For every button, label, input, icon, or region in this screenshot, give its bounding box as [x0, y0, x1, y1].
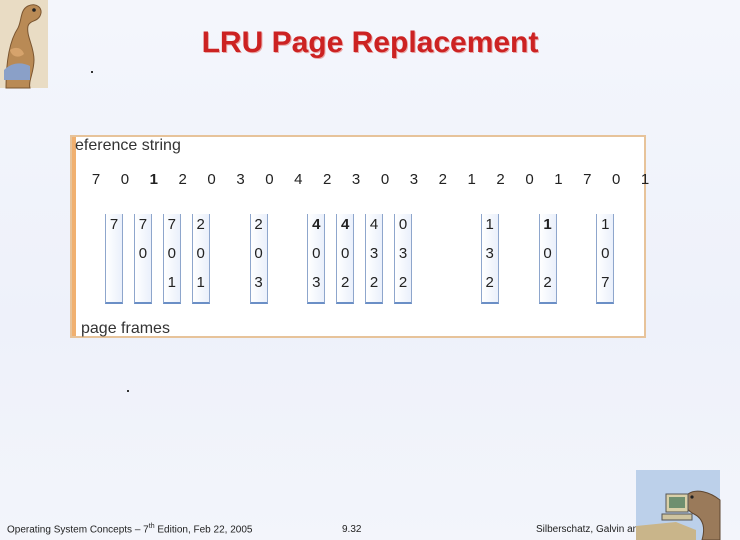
page-frame-value: 0 — [398, 216, 408, 233]
reference-value: 3 — [236, 171, 245, 188]
page-frame-value: 3 — [398, 245, 408, 262]
reference-value: 4 — [294, 171, 303, 188]
page-frame-column: 0 3 2 — [394, 214, 412, 304]
footer-book-title: Operating System Concepts – 7th Edition,… — [7, 523, 252, 535]
page-frame-value: 0 — [167, 245, 176, 262]
page-frame-value: 7 — [601, 274, 610, 291]
slide-title: LRU Page Replacement — [201, 26, 539, 59]
page-frame-value: 3 — [254, 274, 263, 291]
page-frame-column: 2 0 1 — [191, 214, 210, 304]
page-frame-value: 1 — [196, 274, 205, 291]
page-frame-value: 0 — [254, 245, 263, 262]
page-frame-value: 0 — [312, 245, 321, 262]
page-frame-column: 2 0 3 — [249, 214, 268, 304]
page-frame-column: 7 0 1 — [162, 214, 181, 304]
page-frame-value: 2 — [341, 274, 350, 291]
page-frame-value: 0 — [543, 245, 552, 262]
page-frame-value: 1 — [167, 274, 176, 291]
dinosaur-computer-icon — [636, 470, 721, 540]
page-frame-value: 1 — [543, 216, 552, 233]
page-frame-value: 7 — [167, 216, 176, 233]
decorative-dot — [91, 71, 93, 73]
page-frame-column: 4 3 2 — [365, 214, 384, 304]
reference-value: 0 — [525, 171, 534, 188]
page-frame-value: 2 — [254, 216, 263, 233]
footer-book-sup: th — [148, 522, 155, 530]
reference-value: 1 — [149, 171, 158, 188]
reference-value: 0 — [207, 171, 216, 188]
page-frame-value: 0 — [196, 245, 205, 262]
page-frame-column: 1 3 2 — [480, 214, 499, 304]
page-frame-value: 0 — [138, 245, 148, 262]
page-frame-value: 3 — [369, 245, 379, 262]
reference-value: 3 — [351, 171, 361, 188]
page-frame-value: 4 — [341, 216, 350, 233]
reference-value: 2 — [178, 171, 187, 188]
page-frame-value: 2 — [369, 274, 379, 291]
page-frame-value: 0 — [601, 245, 610, 262]
reference-value: 7 — [91, 171, 101, 188]
page-frame-value: 4 — [369, 216, 379, 233]
page-frame-value: 7 — [109, 216, 119, 233]
footer-book-suffix: Edition, Feb 22, 2005 — [154, 524, 253, 535]
page-frame-value: 3 — [485, 245, 494, 262]
reference-value: 1 — [640, 171, 650, 188]
reference-value: 1 — [467, 171, 476, 188]
page-frames-label: page frames — [81, 320, 170, 337]
reference-value: 7 — [583, 171, 592, 188]
page-frame-value: 2 — [196, 216, 205, 233]
reference-value: 3 — [409, 171, 419, 188]
footer-copyright: Silberschatz, Galvin and Gagne ©2005 — [535, 524, 709, 535]
page-frame-value: 4 — [312, 216, 321, 233]
reference-value: 2 — [496, 171, 505, 188]
page-frame-column: 1 0 7 — [596, 214, 615, 304]
page-frame-value: 0 — [341, 245, 350, 262]
reference-value: 0 — [265, 171, 274, 188]
page-frame-value: 7 — [138, 216, 148, 233]
page-frame-column: 1 0 2 — [538, 214, 557, 304]
reference-value: 2 — [438, 171, 447, 188]
reference-value: 0 — [380, 171, 390, 188]
reference-value: 2 — [323, 171, 332, 188]
reference-string-label: eference string — [75, 137, 181, 154]
page-frame-column: 7 — [105, 214, 123, 304]
footer-page-number: 9.32 — [342, 524, 362, 535]
reference-value: 0 — [612, 171, 621, 188]
page-frame-value: 1 — [485, 216, 494, 233]
decorative-dot — [127, 390, 129, 392]
page-frame-value: 1 — [601, 216, 610, 233]
reference-value: 0 — [120, 171, 130, 188]
page-frame-value: 2 — [543, 274, 552, 291]
page-frame-value: 3 — [312, 274, 321, 291]
page-frame-value: 2 — [398, 274, 408, 291]
footer-book-prefix: Operating System Concepts – 7 — [7, 524, 149, 535]
page-frame-value: 2 — [485, 274, 494, 291]
page-frame-column: 4 0 2 — [336, 214, 355, 304]
reference-value: 1 — [554, 171, 563, 188]
page-frame-column: 4 0 3 — [307, 214, 326, 304]
dinosaur-logo-icon — [0, 0, 48, 89]
